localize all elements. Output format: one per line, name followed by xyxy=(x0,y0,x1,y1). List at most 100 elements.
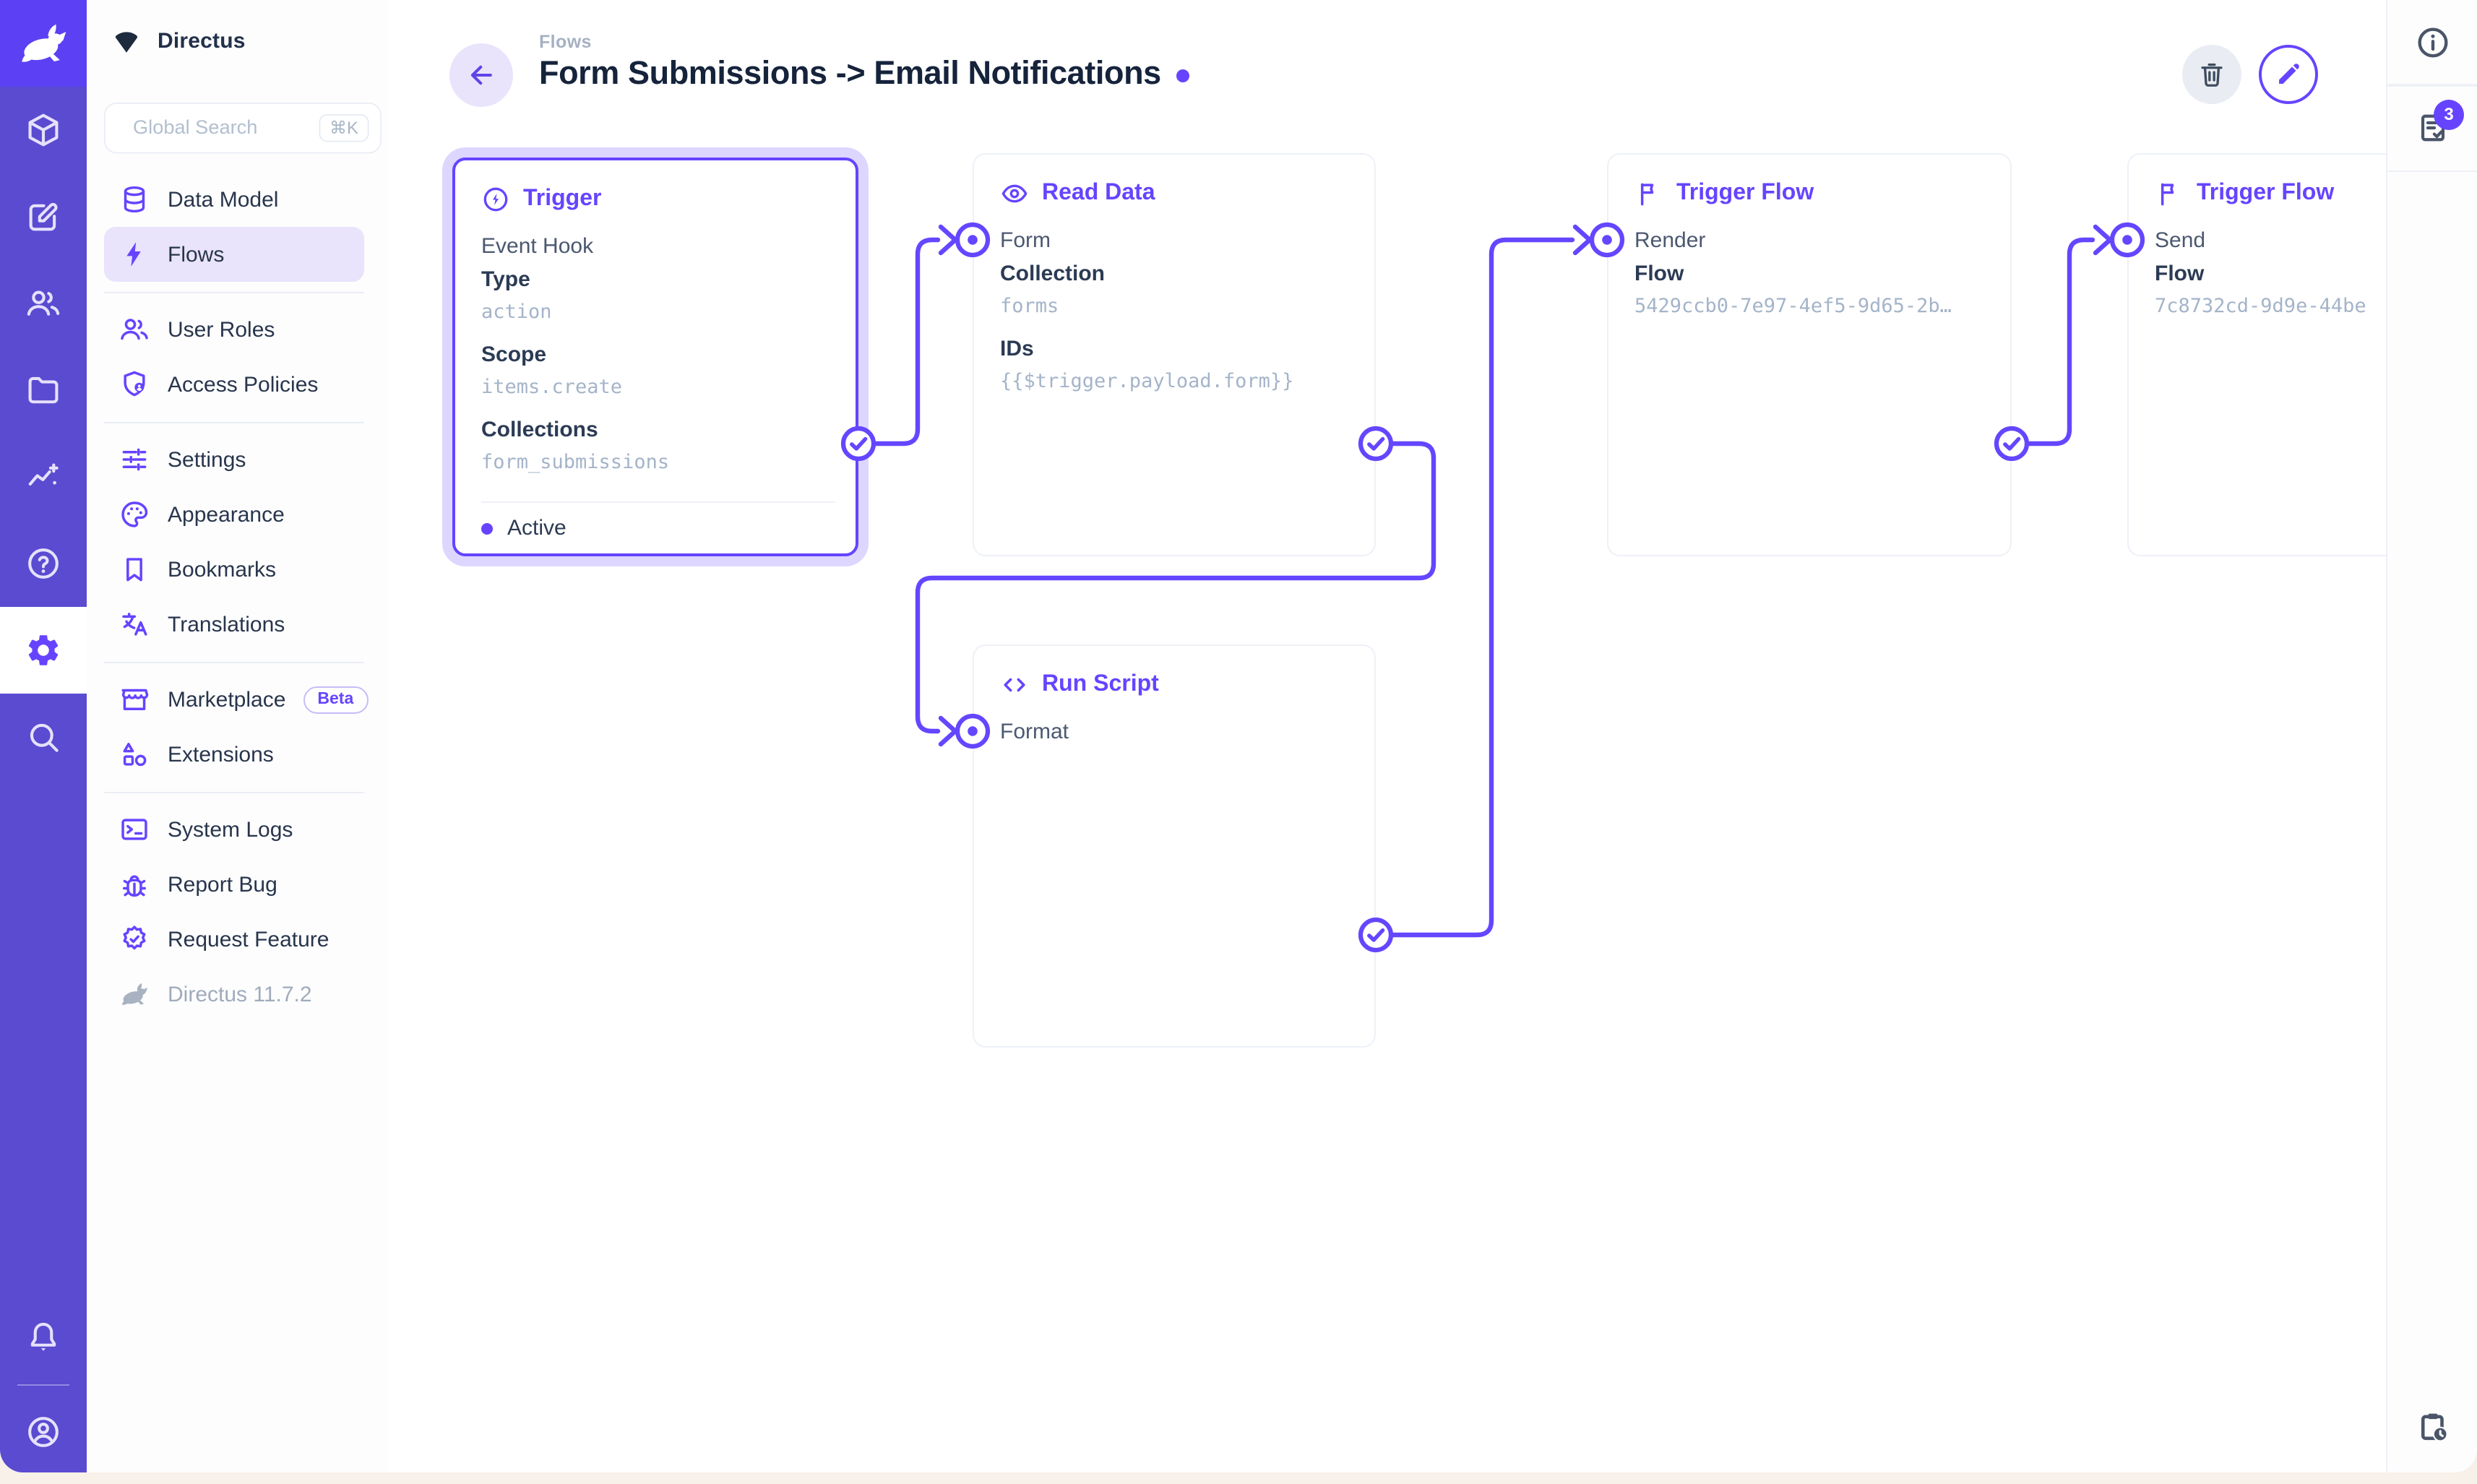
module-account[interactable] xyxy=(0,1392,87,1472)
node-title: Trigger Flow xyxy=(2155,178,2334,210)
flow-editor-main: Flows Form Submissions -> Email Notifica… xyxy=(387,0,2477,1472)
nav-item-label: Access Policies xyxy=(168,372,319,397)
nav-item-extensions[interactable]: Extensions xyxy=(104,727,364,782)
node-title: Trigger Flow xyxy=(1634,178,1814,210)
nav-item-data-model[interactable]: Data Model xyxy=(104,172,364,227)
nav-item-system-logs[interactable]: System Logs xyxy=(104,802,364,857)
node-row: Form xyxy=(1000,228,1051,253)
project-name: Directus xyxy=(158,29,246,53)
header-actions xyxy=(2182,45,2318,104)
nav-item-label: Marketplace xyxy=(168,687,286,712)
node-title: Run Script xyxy=(1000,669,1159,701)
module-files[interactable] xyxy=(0,347,87,433)
nav-item-label: Extensions xyxy=(168,742,274,767)
module-search[interactable] xyxy=(0,694,87,780)
active-dot xyxy=(481,522,493,534)
sidebar-info-button[interactable] xyxy=(2387,0,2477,84)
page-title: Form Submissions -> Email Notifications xyxy=(539,55,1161,91)
nav-item-translations[interactable]: Translations xyxy=(104,597,364,652)
node-row: 5429ccb0-7e97-4ef5-9d65-2b… xyxy=(1634,295,1952,318)
notices-count-badge: 3 xyxy=(2434,99,2464,129)
search-shortcut-badge: ⌘K xyxy=(319,114,369,142)
node-footer: Active xyxy=(481,501,835,553)
nav-item-settings[interactable]: Settings xyxy=(104,432,364,487)
node-row: action xyxy=(481,301,552,324)
nav-item-report-bug[interactable]: Report Bug xyxy=(104,857,364,912)
node-row: Collection xyxy=(1000,262,1106,286)
node-body: Format xyxy=(1000,715,1357,749)
nav-item-bookmarks[interactable]: Bookmarks xyxy=(104,542,364,597)
node-row: forms xyxy=(1000,295,1059,318)
project-header[interactable]: Directus xyxy=(87,0,387,82)
nav-item-flows[interactable]: Flows xyxy=(104,227,364,282)
delete-flow-button[interactable] xyxy=(2182,45,2241,104)
nav-divider xyxy=(104,792,364,793)
nav-item-user-roles[interactable]: User Roles xyxy=(104,302,364,357)
module-content[interactable] xyxy=(0,87,87,173)
node-title-text: Read Data xyxy=(1042,181,1155,205)
flow-status-dot xyxy=(1176,69,1190,82)
sidebar-divider xyxy=(2387,84,2477,86)
nav-item-marketplace[interactable]: Marketplace Beta xyxy=(104,672,369,727)
back-button[interactable] xyxy=(449,43,513,107)
module-bar-divider xyxy=(17,1384,69,1386)
sidebar-flow-activity-button[interactable] xyxy=(2387,1384,2477,1468)
nav-item-access-policies[interactable]: Access Policies xyxy=(104,357,364,412)
directus-logo[interactable] xyxy=(0,0,87,87)
node-row: items.create xyxy=(481,376,623,399)
global-search-input[interactable] xyxy=(130,115,319,141)
module-settings[interactable] xyxy=(0,607,87,694)
node-title-text: Trigger xyxy=(523,186,602,211)
nav-item-label: Request Feature xyxy=(168,927,329,952)
module-insights[interactable] xyxy=(0,433,87,520)
sidebar-top-actions: 3 xyxy=(2387,0,2477,172)
module-users[interactable] xyxy=(0,260,87,347)
node-title-text: Trigger Flow xyxy=(1676,181,1814,205)
node-row: Format xyxy=(1000,720,1069,744)
sidebar-notices-button[interactable]: 3 xyxy=(2387,86,2477,170)
nav-item-label: Appearance xyxy=(168,502,285,527)
node-status: Active xyxy=(507,516,567,540)
node-row: {{$trigger.payload.form}} xyxy=(1000,370,1294,393)
nav-item-label: System Logs xyxy=(168,817,293,842)
node-row: Flow xyxy=(1634,262,1684,286)
nav-item-label: Settings xyxy=(168,447,246,472)
nav-item-appearance[interactable]: Appearance xyxy=(104,487,364,542)
module-bottom xyxy=(0,1298,87,1472)
nav-item-label: Flows xyxy=(168,242,225,267)
module-list xyxy=(0,87,87,780)
module-editor[interactable] xyxy=(0,173,87,260)
nav-divider xyxy=(104,292,364,293)
sidebar-divider xyxy=(2387,170,2477,172)
nav-item-request-feature[interactable]: Request Feature xyxy=(104,912,364,967)
nav-item-directus-11-7-2: Directus 11.7.2 xyxy=(104,967,364,1022)
edit-flow-button[interactable] xyxy=(2259,45,2318,104)
breadcrumb[interactable]: Flows xyxy=(539,32,592,52)
node-row: Scope xyxy=(481,342,547,367)
nav-item-label: Data Model xyxy=(168,187,279,212)
beta-badge: Beta xyxy=(303,686,369,713)
nav-item-label: Report Bug xyxy=(168,872,277,897)
node-row: Send xyxy=(2155,228,2206,253)
module-help[interactable] xyxy=(0,520,87,607)
node-title: Read Data xyxy=(1000,178,1155,210)
node-title-text: Trigger Flow xyxy=(2197,181,2335,205)
node-row: 7c8732cd-9d9e-44be xyxy=(2155,295,2366,318)
module-notifications[interactable] xyxy=(0,1298,87,1379)
nav-item-label: User Roles xyxy=(168,317,275,342)
nav-item-label: Directus 11.7.2 xyxy=(168,982,312,1006)
sidebar-bottom-actions xyxy=(2387,1384,2477,1468)
node-row: IDs xyxy=(1000,337,1034,361)
title-row: Form Submissions -> Email Notifications xyxy=(539,55,1190,92)
